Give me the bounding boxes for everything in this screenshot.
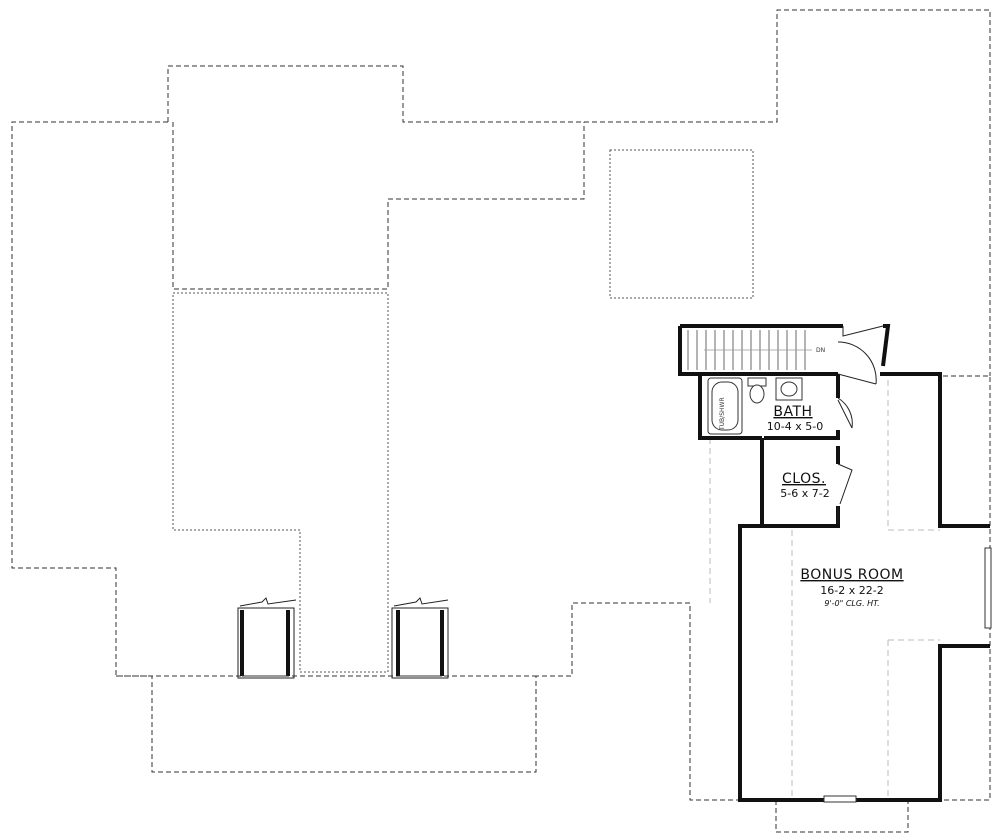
tub-label: TUB/SHWR [719,397,726,431]
stair: DN [678,324,891,376]
bath-right-wall [764,374,840,440]
bonus-room-size: 16-2 x 22-2 [820,584,883,597]
toilet [747,377,767,404]
roof-outline-inner [172,122,585,290]
roof-outline-left [11,121,991,801]
bonus-window-right [984,547,992,629]
stair-door-swing [837,341,877,385]
closet-size: 5-6 x 7-2 [780,487,829,500]
roof-outline-top [167,9,991,376]
bonus-room-name: BONUS ROOM [800,567,903,583]
lower-room-outline [172,292,389,673]
skylight-outline [609,149,754,299]
closet-name: CLOS. [782,471,826,487]
bonus-top-wall [880,372,990,528]
sink [775,377,803,401]
bathtub: TUB/SHWR [707,377,743,435]
bonus-window-bottom [823,795,857,803]
bath-name: BATH [773,404,812,420]
bottom-bump [775,800,909,833]
closet-walls [762,506,840,528]
stair-direction-label: DN [816,347,825,354]
bonus-room-ceiling: 9'-0" CLG. HT. [824,599,879,608]
dormer-window-left [237,597,297,679]
bath-door-swing [837,397,853,429]
dormer-window-right [391,597,449,679]
bath-size: 10-4 x 5-0 [767,420,823,433]
closet-door-swing [837,463,853,505]
